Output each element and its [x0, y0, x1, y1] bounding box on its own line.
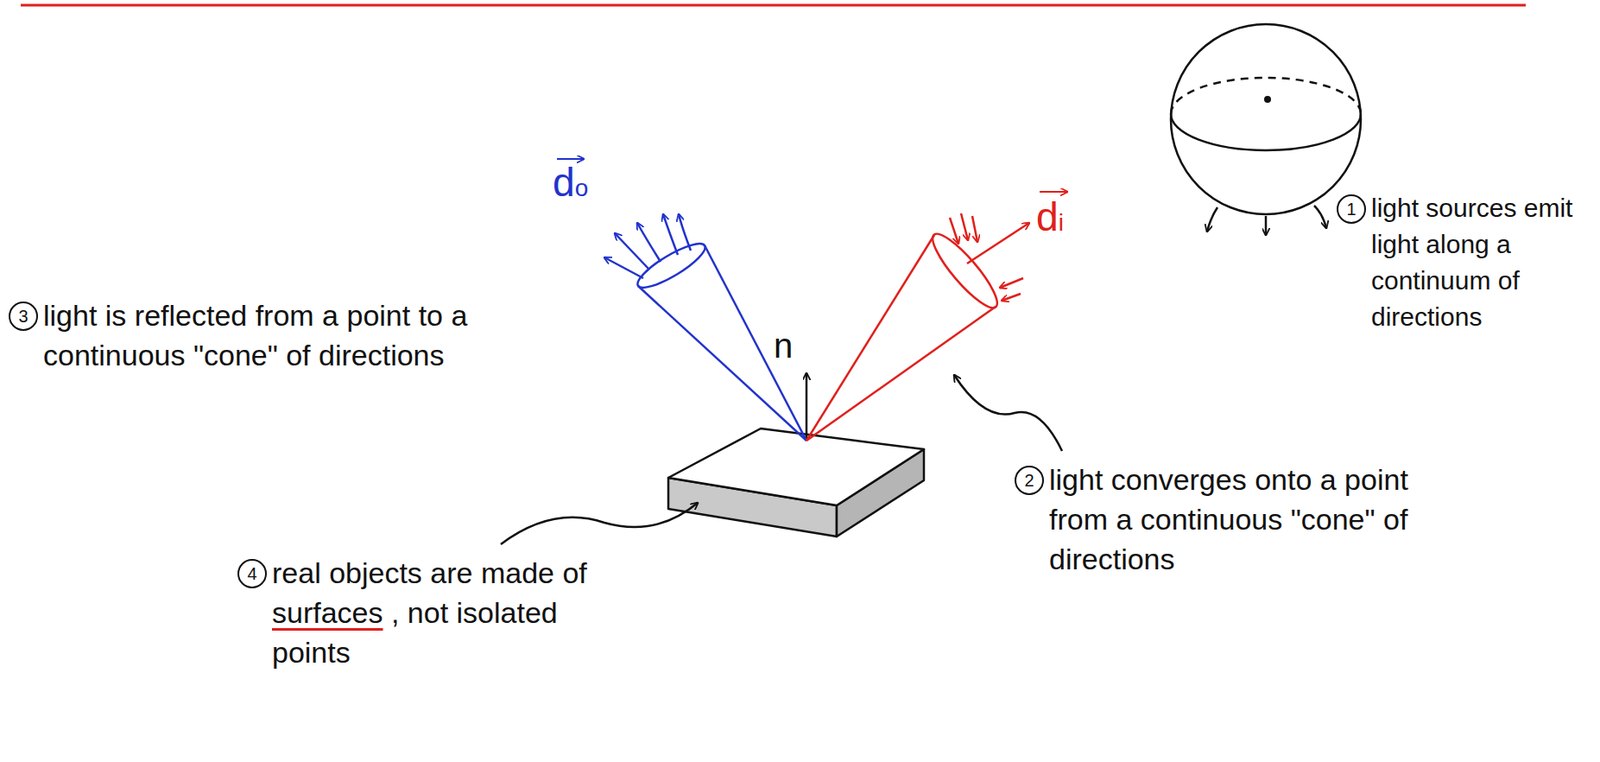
callout-number: 2 — [1014, 465, 1044, 495]
normal-label: n — [773, 328, 793, 363]
light-source-sphere — [1170, 24, 1361, 235]
vector-label: di — [1036, 196, 1064, 237]
vector-label: do — [552, 162, 589, 203]
note-text-part: real objects are made of — [271, 556, 588, 589]
surface-slab — [668, 428, 924, 537]
callout-number: 3 — [8, 301, 38, 331]
leader-arrow — [954, 374, 1063, 451]
callout-number: 4 — [237, 558, 267, 589]
note-text: light converges onto a point from a cont… — [1049, 459, 1464, 579]
incoming-cone — [806, 191, 1068, 441]
normal-arrow — [805, 373, 809, 441]
heading-rule — [20, 4, 1526, 7]
note-text: light sources emit light along a continu… — [1371, 189, 1589, 336]
leader-arrow — [500, 502, 698, 544]
note-text: real objects are made of surfaces , not … — [271, 552, 635, 672]
callout-number: 1 — [1336, 194, 1367, 224]
note-text: light is reflected from a point to a con… — [43, 295, 527, 375]
underlined-word: surfaces — [271, 595, 384, 629]
outgoing-cone — [556, 158, 807, 441]
